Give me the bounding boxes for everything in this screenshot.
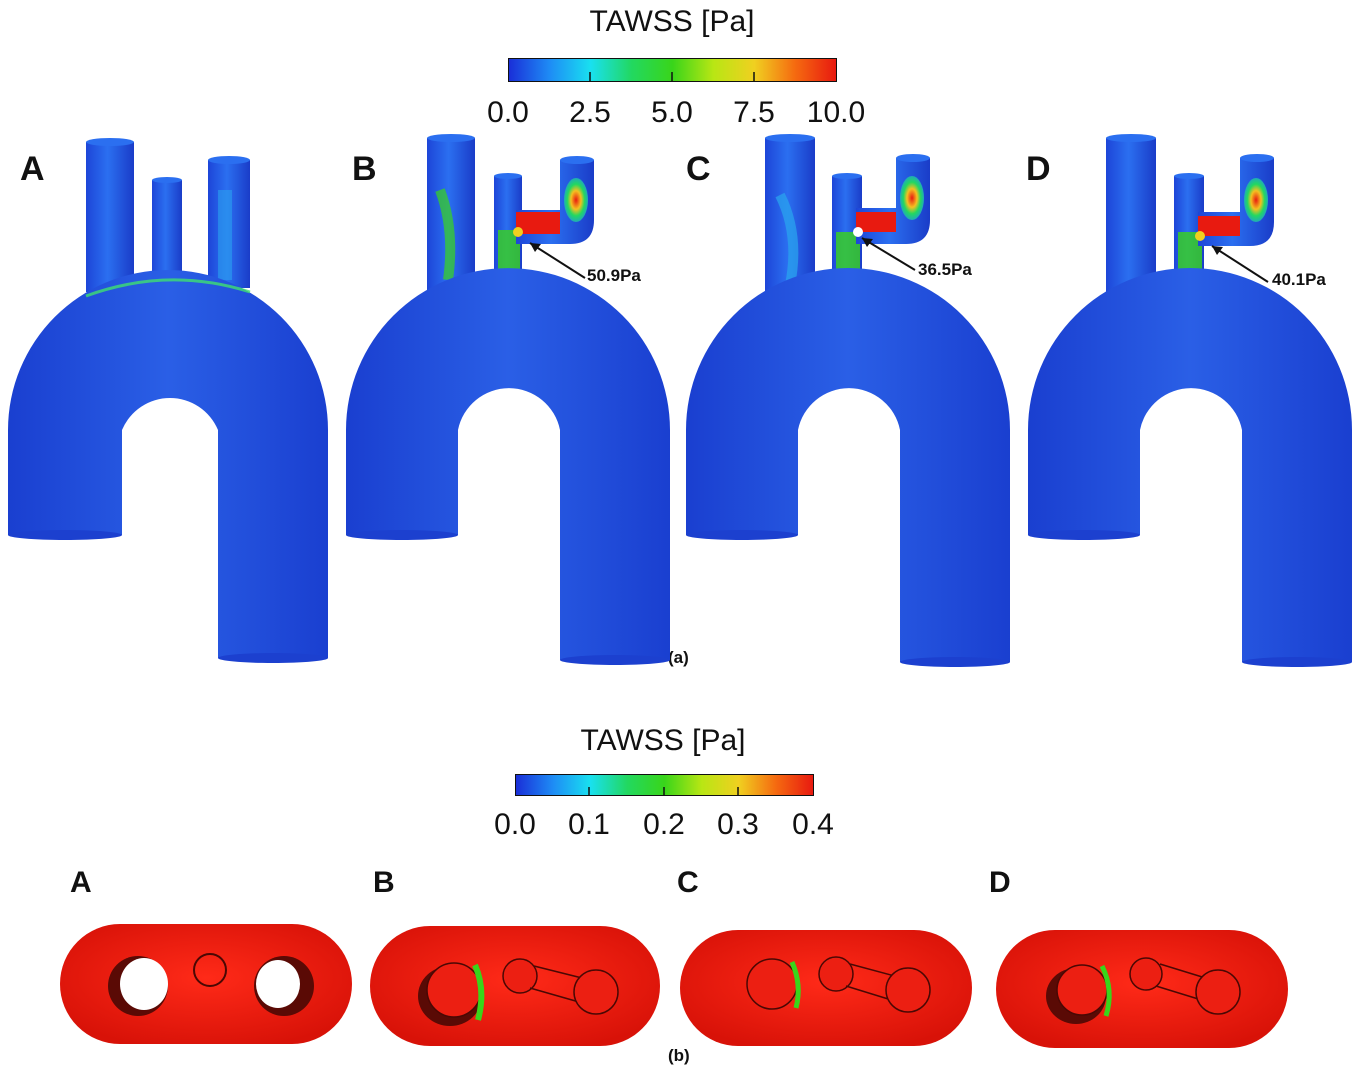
- peak-value-b: 50.9Pa: [587, 266, 641, 285]
- panel-b-label: B: [352, 150, 377, 188]
- ring-model-c: [680, 930, 972, 1046]
- colorbar-tick-marks: [588, 72, 755, 796]
- bottom-colorbar-tick: 0.1: [568, 808, 610, 841]
- bottom-colorbar-tick: 0.2: [643, 808, 685, 841]
- ring-b-label: B: [373, 866, 395, 899]
- top-colorbar: [508, 58, 837, 82]
- subfigure-a-label: (a): [668, 648, 689, 667]
- ring-c-label: C: [677, 866, 699, 899]
- ring-a-label: A: [70, 866, 92, 899]
- aorta-model-c: [686, 134, 1010, 667]
- panel-d-label: D: [1026, 150, 1051, 188]
- top-colorbar-tick: 0.0: [487, 96, 529, 129]
- peak-value-c: 36.5Pa: [918, 260, 972, 279]
- peak-value-d: 40.1Pa: [1272, 270, 1326, 289]
- bottom-colorbar-title: TAWSS [Pa]: [580, 724, 746, 757]
- top-colorbar-tick: 7.5: [733, 96, 775, 129]
- top-colorbar-title: TAWSS [Pa]: [589, 5, 755, 38]
- top-colorbar-tick: 2.5: [569, 96, 611, 129]
- aorta-model-b: [346, 134, 670, 665]
- subfigure-b-label: (b): [668, 1046, 690, 1065]
- aorta-model-d: [1028, 134, 1352, 667]
- ring-model-d: [996, 930, 1288, 1048]
- bottom-colorbar-tick: 0.0: [494, 808, 536, 841]
- ring-model-a: [60, 924, 352, 1044]
- panel-a-label: A: [20, 150, 45, 188]
- bottom-colorbar-tick: 0.4: [792, 808, 834, 841]
- ring-model-b: [370, 926, 660, 1046]
- top-colorbar-tick: 5.0: [651, 96, 693, 129]
- ring-d-label: D: [989, 866, 1011, 899]
- bottom-colorbar-tick: 0.3: [717, 808, 759, 841]
- aorta-model-a: [8, 138, 328, 663]
- panel-c-label: C: [686, 150, 711, 188]
- top-colorbar-tick: 10.0: [806, 96, 866, 129]
